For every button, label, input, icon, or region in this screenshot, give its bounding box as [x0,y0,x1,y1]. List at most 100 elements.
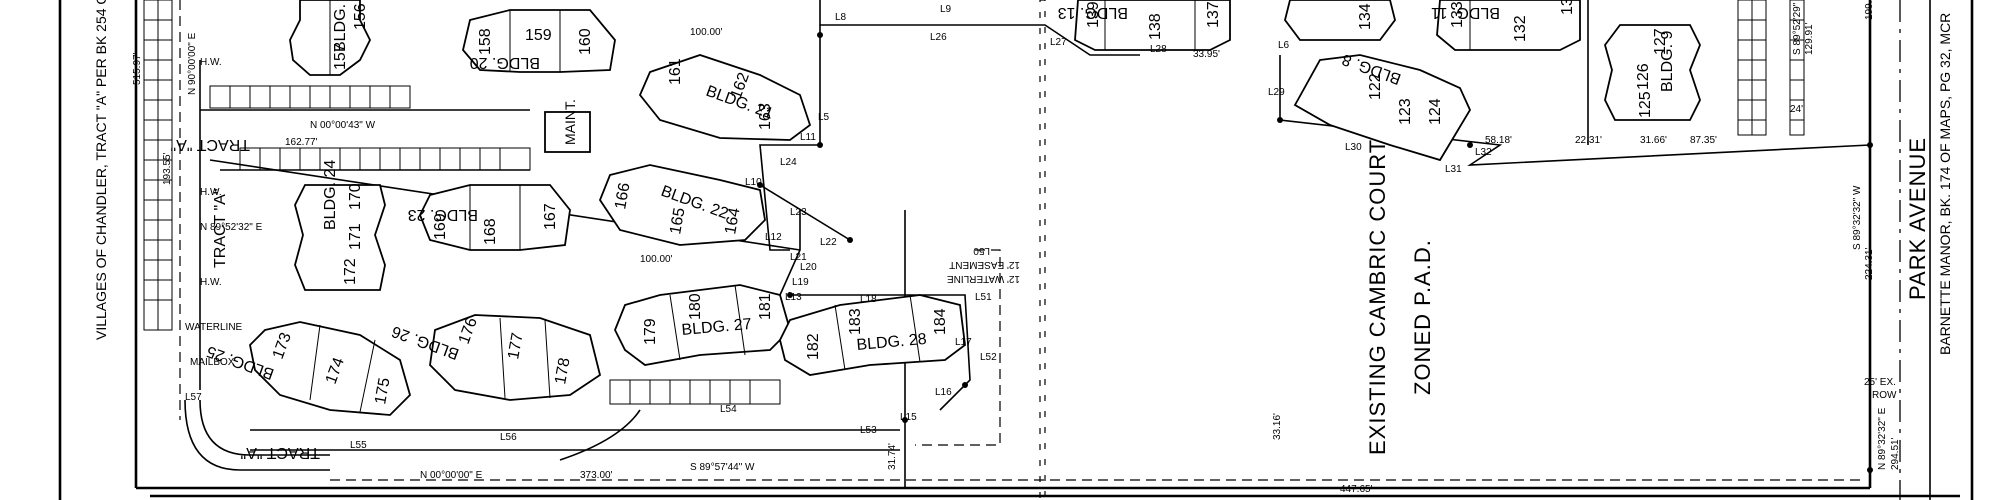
svg-text:167: 167 [542,203,559,230]
svg-text:100.00': 100.00' [640,254,673,265]
svg-text:N 00°00'00" E: N 00°00'00" E [420,470,483,481]
svg-text:184: 184 [932,308,949,335]
svg-text:L20: L20 [800,262,817,273]
svg-text:447.65': 447.65' [1340,484,1373,495]
building-23: 169 BLDG. 23 168 167 [408,184,571,251]
svg-text:L55: L55 [350,440,367,451]
svg-text:12' EASEMENT: 12' EASEMENT [949,259,1020,270]
south-parking-row [250,379,900,461]
svg-text:172: 172 [342,258,359,285]
svg-text:L19: L19 [792,277,809,288]
street-name: PARK AVENUE [1905,137,1930,300]
svg-text:12' WATERLINE: 12' WATERLINE [947,273,1020,284]
maintenance-building: MAINT. [544,99,591,153]
svg-text:181: 181 [757,293,774,320]
building-8: 122 BLDG. 8 123 124 [1293,50,1472,162]
svg-text:L13: L13 [785,292,802,303]
svg-text:177: 177 [505,331,526,360]
svg-text:S 89°52'29" E: S 89°52'29" E [1792,0,1803,55]
svg-text:178: 178 [552,356,573,385]
svg-text:L23: L23 [790,207,807,218]
svg-text:158: 158 [477,28,494,55]
svg-text:138: 138 [1147,13,1164,40]
tract-a-label-north: TRACT "A" [170,136,250,153]
svg-text:L27: L27 [1050,37,1067,48]
svg-text:N 00°00'43" W: N 00°00'43" W [310,120,376,131]
svg-text:L22: L22 [820,237,837,248]
svg-text:126: 126 [1635,63,1652,90]
svg-text:MAINT.: MAINT. [562,99,578,145]
court-dashed-boundary [1039,0,1046,500]
building-22: 166 BLDG. 22 165 164 [598,164,766,246]
building-27: 179 180 BLDG. 27 181 [614,284,792,366]
svg-text:N 90°00'00" E: N 90°00'00" E [187,32,198,95]
svg-text:134: 134 [1357,3,1374,30]
svg-text:169: 169 [432,213,449,240]
east-parking-rows [1737,0,1805,136]
svg-text:L51: L51 [975,292,992,303]
svg-text:L32: L32 [1475,147,1492,158]
svg-text:BLDG. 23: BLDG. 23 [408,206,478,223]
svg-text:WATERLINE: WATERLINE [185,322,243,333]
svg-text:87.35': 87.35' [1690,135,1717,146]
svg-text:156: 156 [352,3,369,30]
court-label-line1: EXISTING CAMBRIC COURT [1365,139,1390,455]
row-note-line1: 25' EX. [1864,377,1896,388]
svg-text:124: 124 [1427,98,1444,125]
svg-text:179: 179 [642,318,659,345]
lot-line-27-28 [790,294,971,411]
svg-text:L12: L12 [765,232,782,243]
svg-text:133: 133 [1449,1,1466,28]
svg-text:24': 24' [1790,104,1803,115]
svg-text:L29: L29 [1268,87,1285,98]
svg-text:157: 157 [332,43,349,70]
svg-text:MAILBOX: MAILBOX [190,357,235,368]
lot-line-center [759,25,821,251]
svg-text:160: 160 [577,28,594,55]
easement-note: L50 12' EASEMENT 12' WATERLINE [947,245,1020,284]
svg-text:L21: L21 [790,252,807,263]
svg-text:BLDG. 9: BLDG. 9 [1659,31,1676,92]
svg-text:162.77': 162.77' [285,137,318,148]
svg-text:170: 170 [347,183,364,210]
svg-text:L56: L56 [500,432,517,443]
svg-text:224.31': 224.31' [1864,247,1875,280]
svg-text:137: 137 [1205,1,1222,28]
svg-text:193.55': 193.55' [162,152,173,185]
svg-text:58.18': 58.18' [1485,135,1512,146]
svg-text:S 89°32'32" W: S 89°32'32" W [1852,185,1863,250]
svg-text:H.W.: H.W. [200,187,222,198]
svg-text:163: 163 [757,103,774,130]
svg-text:100.00': 100.00' [690,27,723,38]
svg-text:BLDG. 11: BLDG. 11 [1431,4,1500,21]
svg-text:L11: L11 [800,132,816,143]
tract-a-label-west: TRACT "A" [212,188,229,268]
west-parking-strip [143,0,181,420]
svg-text:L24: L24 [780,157,797,168]
building-12: 134 [1284,0,1396,41]
svg-text:BLDG. 19: BLDG. 19 [332,0,349,52]
line-labels: L8 L9 L26 L27 L28 L6 L29 L30 L31 L32 L5 … [185,4,1492,451]
svg-text:L5: L5 [818,112,830,123]
svg-text:H.W.: H.W. [200,57,222,68]
svg-text:L10: L10 [745,177,762,188]
svg-text:182: 182 [805,333,822,360]
svg-text:L15: L15 [900,412,917,423]
lot-line-north [819,0,1140,56]
svg-text:131: 131 [1559,0,1576,15]
svg-text:BLDG. 27: BLDG. 27 [681,316,753,339]
svg-text:33.16': 33.16' [1272,413,1283,440]
drive-curve-sw-inner [199,399,330,456]
svg-text:171: 171 [347,223,364,250]
svg-text:373.00': 373.00' [580,470,613,481]
svg-text:123: 123 [1397,98,1414,125]
svg-text:122: 122 [1367,73,1384,100]
monument-points [757,32,1873,473]
svg-text:175: 175 [372,376,393,405]
svg-text:L57: L57 [185,392,202,403]
svg-text:127: 127 [1652,28,1669,55]
svg-text:132: 132 [1512,15,1529,42]
svg-text:161: 161 [667,58,684,85]
svg-text:BLDG. 20: BLDG. 20 [470,54,540,71]
